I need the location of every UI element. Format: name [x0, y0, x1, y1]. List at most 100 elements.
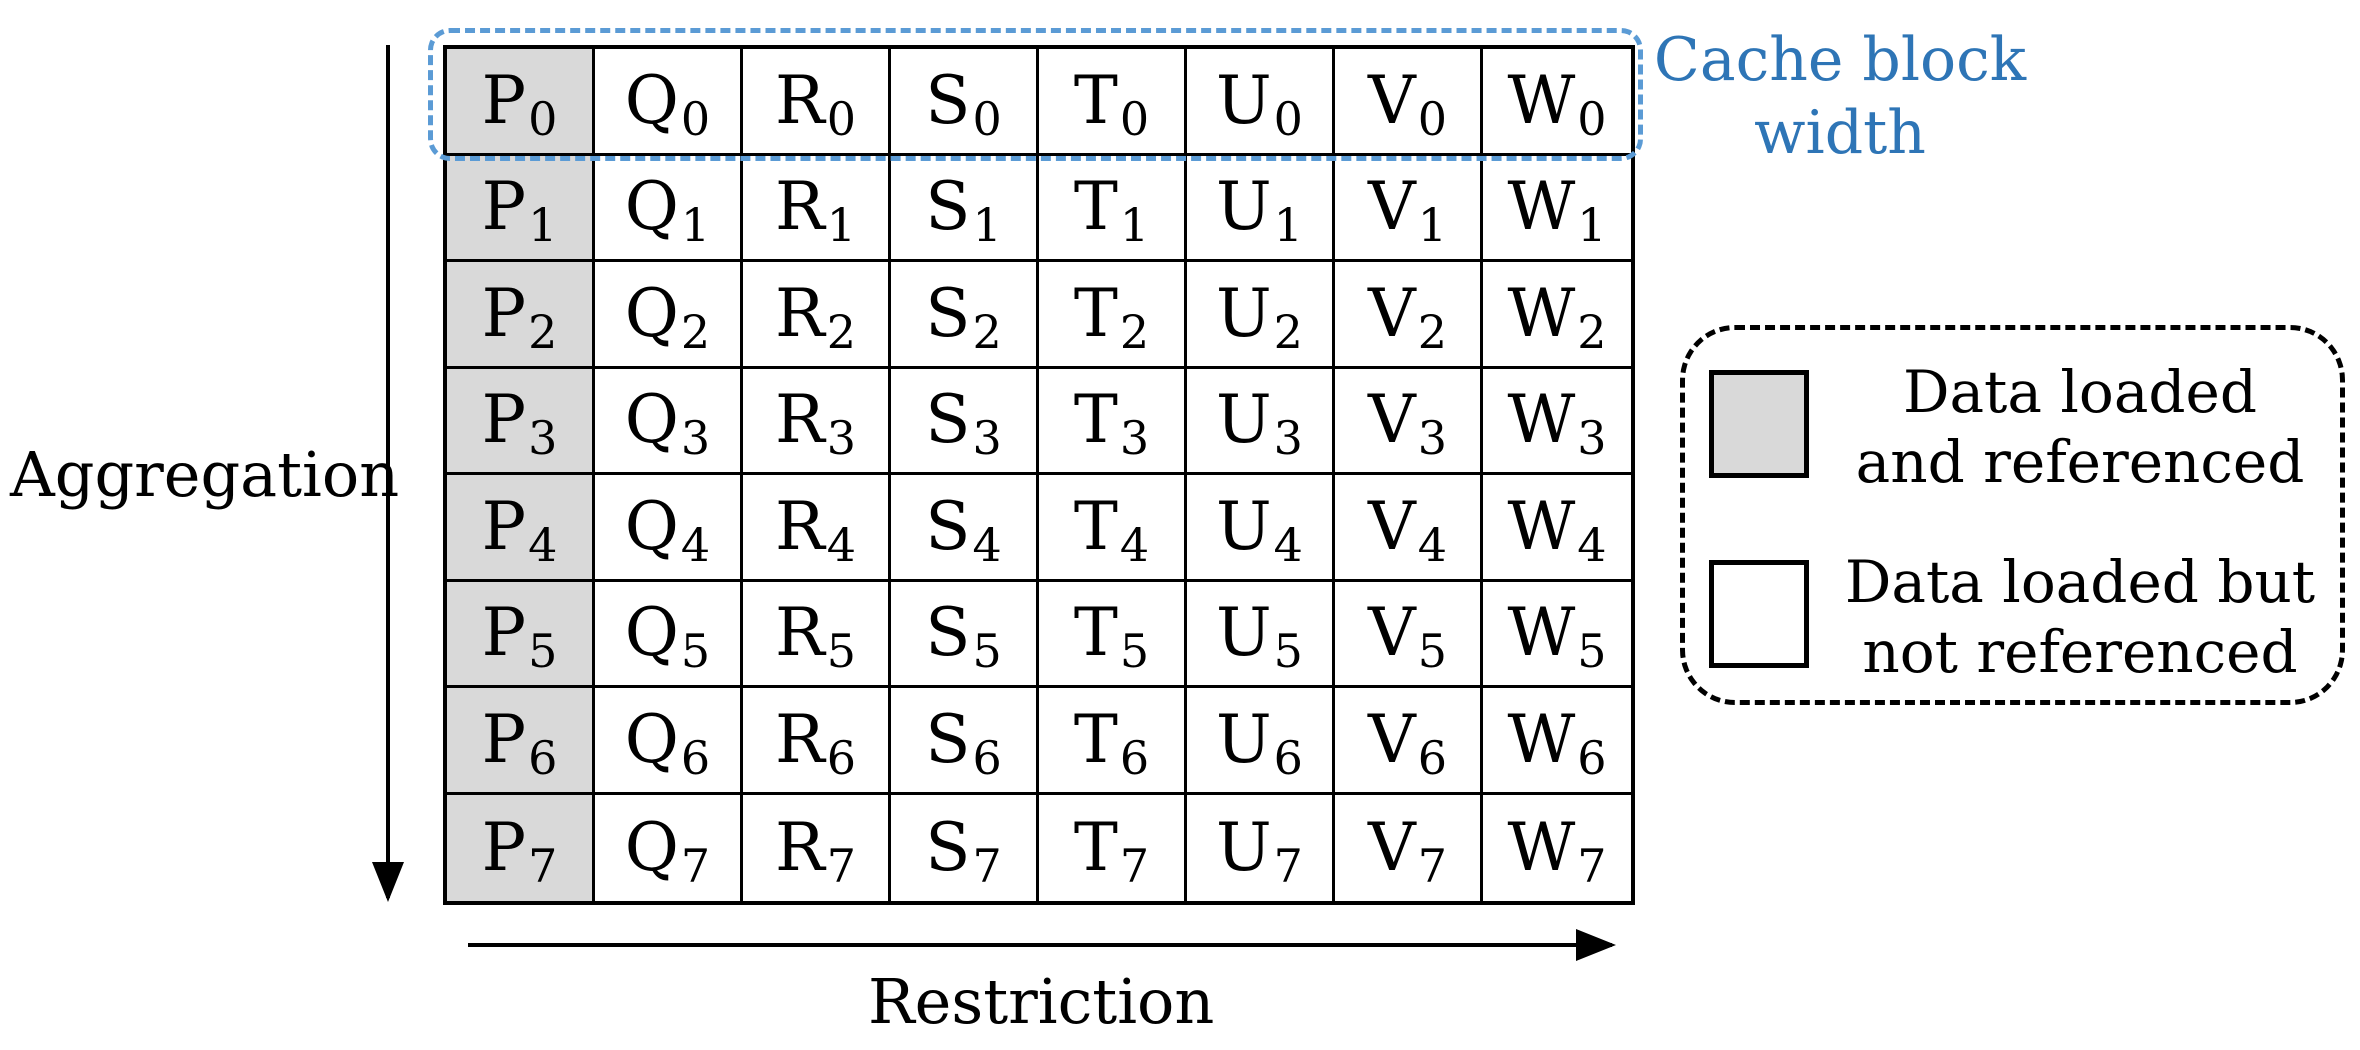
cell-subscript: 0: [826, 91, 856, 146]
cell-letter: S: [925, 700, 971, 778]
cell-subscript: 4: [1417, 517, 1447, 572]
cell-letter: P: [481, 700, 527, 778]
cell-subscript: 6: [826, 730, 856, 785]
cell-subscript: 7: [972, 838, 1002, 893]
cell-subscript: 5: [1417, 624, 1447, 679]
cell-letter: P: [481, 594, 527, 672]
cell-letter: U: [1216, 381, 1272, 459]
restriction-label: Restriction: [868, 965, 1215, 1038]
cell-subscript: 0: [1417, 91, 1447, 146]
cache-block-label: Cache block width: [1650, 24, 2030, 170]
cell-letter: V: [1368, 274, 1416, 352]
cell-letter: U: [1216, 168, 1272, 246]
cell-letter: Q: [624, 487, 679, 565]
cell-subscript: 1: [528, 198, 558, 253]
legend-not-referenced-line1: Data loaded but: [1844, 548, 2316, 616]
cell-subscript: 7: [528, 838, 558, 893]
cell-letter: W: [1507, 594, 1576, 672]
cell-letter: V: [1368, 594, 1416, 672]
cell-subscript: 3: [826, 411, 856, 466]
cell-subscript: 5: [1273, 624, 1303, 679]
cell-subscript: 7: [680, 838, 711, 893]
cell-letter: T: [1073, 381, 1118, 459]
cell-subscript: 2: [826, 304, 856, 359]
cell-subscript: 4: [1577, 517, 1607, 572]
cell-subscript: 1: [1417, 198, 1447, 253]
cell-letter: U: [1216, 700, 1272, 778]
cell-subscript: 2: [1577, 304, 1607, 359]
cell-subscript: 3: [680, 411, 711, 466]
cell-letter: U: [1216, 61, 1272, 139]
cell-letter: R: [775, 381, 825, 459]
cell-subscript: 6: [1119, 730, 1150, 785]
cell-letter: T: [1073, 274, 1118, 352]
cell-subscript: 5: [972, 624, 1002, 679]
cell-subscript: 1: [826, 198, 856, 253]
cell-letter: P: [481, 168, 527, 246]
cell-subscript: 7: [1577, 838, 1607, 893]
cell-subscript: 2: [1119, 304, 1150, 359]
cell-letter: T: [1073, 700, 1118, 778]
cell-subscript: 4: [1273, 517, 1303, 572]
cell-subscript: 5: [1119, 624, 1150, 679]
cell-subscript: 3: [528, 411, 558, 466]
cell-subscript: 1: [680, 198, 711, 253]
cell-letter: R: [775, 487, 825, 565]
cell-subscript: 7: [1273, 838, 1303, 893]
cell-letter: W: [1507, 487, 1576, 565]
legend-referenced-line1: Data loaded: [1902, 358, 2258, 426]
cell-subscript: 0: [680, 91, 711, 146]
cell-letter: R: [775, 61, 825, 139]
cell-subscript: 5: [826, 624, 856, 679]
cell-letter: T: [1073, 487, 1118, 565]
cell-letter: W: [1507, 168, 1576, 246]
cell-letter: T: [1073, 61, 1118, 139]
cell-subscript: 6: [528, 730, 558, 785]
cell-subscript: 6: [1417, 730, 1447, 785]
cell-subscript: 4: [826, 517, 856, 572]
cell-subscript: 4: [1119, 517, 1150, 572]
legend-referenced-line2: and referenced: [1855, 427, 2305, 496]
legend: Data loaded and referenced Data loaded b…: [1680, 325, 2345, 705]
cell-letter: Q: [624, 61, 679, 139]
cell-subscript: 3: [1273, 411, 1303, 466]
cell-letter: S: [925, 381, 971, 459]
legend-swatch-referenced: [1709, 370, 1809, 478]
cell-letter: S: [925, 594, 971, 672]
